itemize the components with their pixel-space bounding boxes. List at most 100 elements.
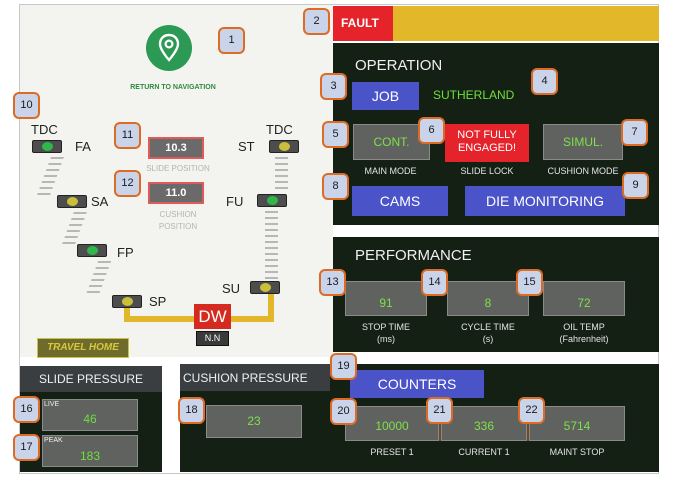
slide-lock-status-line1: NOT FULLY bbox=[457, 129, 517, 141]
travel-ladder-right-2 bbox=[265, 211, 278, 281]
badge-11: 11 bbox=[114, 122, 141, 149]
badge-10: 10 bbox=[13, 92, 40, 119]
stop-time-caption-1: STOP TIME bbox=[361, 322, 410, 332]
press-connector-line bbox=[124, 308, 130, 322]
cycle-time-caption-2: (s) bbox=[482, 334, 494, 344]
oil-temp-value: 72 bbox=[543, 281, 625, 316]
badge-4: 4 bbox=[531, 68, 558, 95]
badge-22: 22 bbox=[518, 397, 545, 424]
station-su-label: SU bbox=[222, 281, 241, 296]
slide-pressure-peak-box bbox=[42, 435, 138, 467]
main-mode-caption: MAIN MODE bbox=[364, 166, 417, 176]
cushion-mode-value[interactable]: SIMUL. bbox=[543, 124, 623, 160]
nn-indicator: N.N bbox=[196, 331, 229, 346]
operation-title: OPERATION bbox=[355, 57, 443, 74]
badge-18: 18 bbox=[178, 397, 205, 424]
maint-stop-caption: MAINT STOP bbox=[549, 447, 605, 457]
badge-3: 3 bbox=[320, 73, 347, 100]
badge-17: 17 bbox=[13, 434, 40, 461]
status-light-icon bbox=[267, 196, 278, 205]
station-sp-label: SP bbox=[149, 294, 167, 309]
slide-pressure-title: SLIDE PRESSURE bbox=[38, 372, 144, 386]
station-st[interactable] bbox=[269, 140, 299, 153]
status-light-icon bbox=[87, 246, 98, 255]
badge-16: 16 bbox=[13, 396, 40, 423]
main-mode-value[interactable]: CONT. bbox=[353, 124, 430, 160]
station-sa[interactable] bbox=[57, 195, 87, 208]
press-connector-line bbox=[268, 294, 274, 322]
badge-8: 8 bbox=[322, 173, 349, 200]
badge-2: 2 bbox=[303, 8, 330, 35]
badge-19: 19 bbox=[330, 353, 357, 380]
slide-pressure-peak-value: 183 bbox=[79, 449, 101, 463]
status-light-icon bbox=[42, 142, 53, 151]
badge-1: 1 bbox=[218, 27, 245, 54]
return-to-navigation-label: RETURN TO NAVIGATION bbox=[130, 84, 216, 91]
badge-20: 20 bbox=[330, 398, 357, 425]
stop-time-value: 91 bbox=[345, 281, 427, 316]
stop-time-caption-2: (ms) bbox=[377, 334, 395, 344]
counters-button[interactable]: COUNTERS bbox=[350, 370, 484, 398]
cushion-mode-caption: CUSHION MODE bbox=[547, 166, 619, 176]
badge-9: 9 bbox=[622, 172, 649, 199]
badge-6: 6 bbox=[418, 117, 445, 144]
fault-indicator[interactable]: FAULT bbox=[333, 6, 393, 41]
badge-7: 7 bbox=[621, 119, 648, 146]
cycle-time-value: 8 bbox=[447, 281, 529, 316]
slide-position-label: SLIDE POSITION bbox=[146, 164, 210, 173]
station-fu[interactable] bbox=[257, 194, 287, 207]
tdc-left-label: TDC bbox=[31, 122, 58, 137]
station-fp-label: FP bbox=[117, 245, 134, 260]
status-light-icon bbox=[279, 142, 290, 151]
job-button[interactable]: JOB bbox=[352, 82, 419, 110]
die-monitoring-button[interactable]: DIE MONITORING bbox=[465, 186, 625, 216]
preset1-caption: PRESET 1 bbox=[370, 447, 414, 457]
performance-title: PERFORMANCE bbox=[355, 247, 472, 264]
oil-temp-caption-2: (Fahrenheit) bbox=[559, 334, 609, 344]
station-fu-label: FU bbox=[226, 194, 244, 209]
slide-pressure-header bbox=[20, 366, 162, 392]
cushion-position-value: 11.0 bbox=[148, 182, 204, 204]
station-fa-label: FA bbox=[75, 139, 91, 154]
badge-21: 21 bbox=[426, 397, 453, 424]
travel-ladder-right-1 bbox=[275, 157, 288, 193]
station-sa-label: SA bbox=[91, 194, 109, 209]
station-st-label: ST bbox=[238, 139, 255, 154]
badge-12: 12 bbox=[114, 170, 141, 197]
slide-lock-status[interactable]: NOT FULLY ENGAGED! bbox=[445, 124, 529, 162]
cushion-pressure-title: CUSHION PRESSURE bbox=[183, 371, 308, 385]
slide-pressure-peak-label: PEAK bbox=[44, 437, 63, 444]
station-su[interactable] bbox=[250, 281, 280, 294]
station-fp[interactable] bbox=[77, 244, 107, 257]
slide-lock-caption: SLIDE LOCK bbox=[460, 166, 514, 176]
cams-button[interactable]: CAMS bbox=[352, 186, 448, 216]
badge-5: 5 bbox=[322, 121, 349, 148]
badge-13: 13 bbox=[319, 269, 346, 296]
slide-position-value: 10.3 bbox=[148, 137, 204, 159]
status-light-icon bbox=[67, 197, 78, 206]
status-bar bbox=[393, 6, 659, 41]
job-name: SUTHERLAND bbox=[433, 88, 515, 102]
oil-temp-caption-1: OIL TEMP bbox=[563, 322, 605, 332]
badge-15: 15 bbox=[516, 269, 543, 296]
maint-stop-value[interactable]: 5714 bbox=[529, 406, 625, 441]
current1-caption: CURRENT 1 bbox=[458, 447, 510, 457]
cushion-pressure-header bbox=[180, 364, 330, 391]
location-pin-icon bbox=[146, 25, 192, 71]
cushion-pressure-value: 23 bbox=[206, 405, 302, 438]
die-work-indicator[interactable]: DW bbox=[194, 304, 231, 329]
preset1-value[interactable]: 10000 bbox=[345, 406, 439, 441]
slide-pressure-live-box bbox=[42, 399, 138, 431]
slide-pressure-live-label: LIVE bbox=[44, 401, 60, 408]
travel-home-button[interactable]: TRAVEL HOME bbox=[37, 338, 129, 358]
station-fa[interactable] bbox=[32, 140, 62, 153]
cycle-time-caption-1: CYCLE TIME bbox=[461, 322, 515, 332]
station-sp[interactable] bbox=[112, 295, 142, 308]
return-to-navigation-button[interactable]: RETURN TO NAVIGATION bbox=[118, 22, 228, 97]
slide-pressure-live-value: 46 bbox=[83, 412, 97, 426]
tdc-right-label: TDC bbox=[266, 122, 293, 137]
cushion-position-label-2: POSITION bbox=[158, 222, 198, 231]
slide-lock-status-line2: ENGAGED! bbox=[457, 142, 517, 154]
cushion-position-label-1: CUSHION bbox=[159, 210, 197, 219]
badge-14: 14 bbox=[421, 269, 448, 296]
